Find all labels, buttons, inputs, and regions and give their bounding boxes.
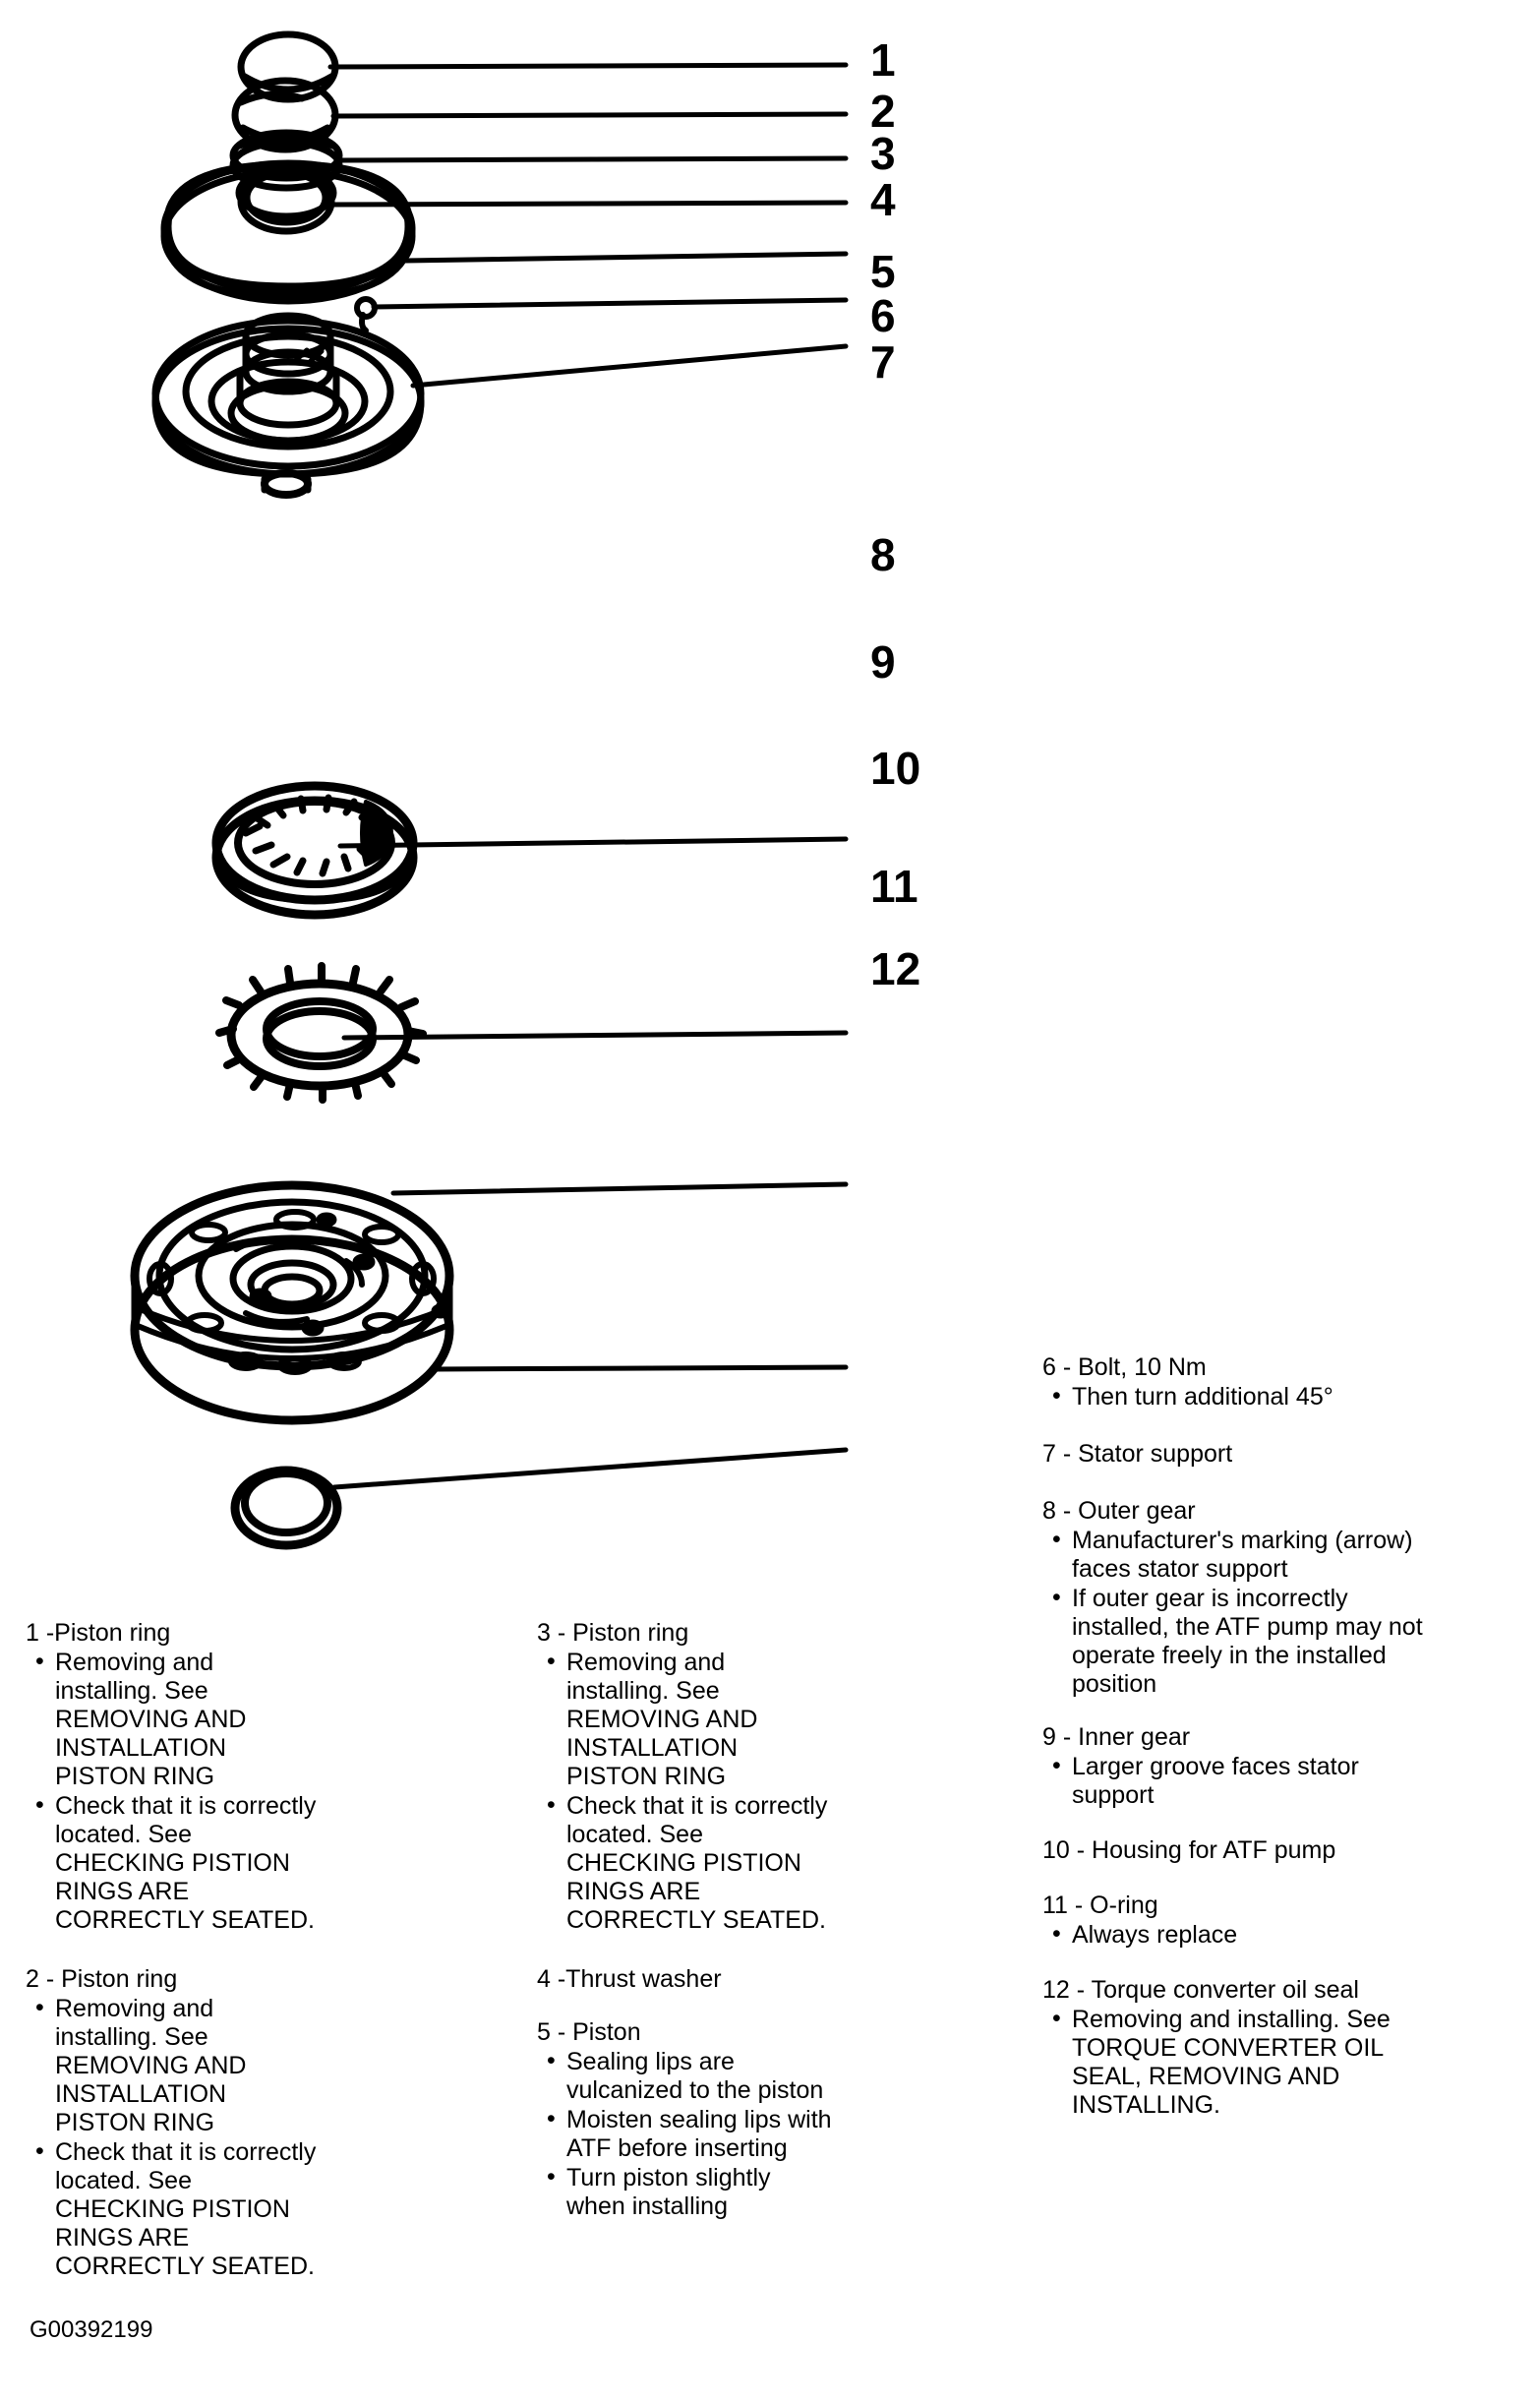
legend-entry-title: 7 - Stator support (1042, 1440, 1233, 1468)
legend-entry: 12 - Torque converter oil seal Removing … (1042, 1975, 1436, 2120)
legend-column-3: 6 - Bolt, 10 Nm Then turn additional 45°… (1042, 1352, 1436, 2137)
legend-bullet: Check that it is correctly located. See … (26, 2137, 321, 2281)
legend-entry: 5 - Piston Sealing lips are vulcanized t… (537, 2017, 832, 2221)
callout-number: 5 (870, 246, 896, 297)
legend-entry: 6 - Bolt, 10 Nm Then turn additional 45° (1042, 1352, 1436, 1411)
legend-entry: 9 - Inner gear Larger groove faces stato… (1042, 1722, 1436, 1810)
legend-entry-bullets: Removing and installing. See REMOVING AN… (537, 1648, 832, 1935)
legend-column-2: 3 - Piston ring Removing and installing.… (537, 1618, 832, 2239)
legend-bullet: Larger groove faces stator support (1042, 1752, 1436, 1810)
legend-entry-title: 9 - Inner gear (1042, 1723, 1191, 1751)
legend-entry-title: 6 - Bolt, 10 Nm (1042, 1353, 1207, 1381)
callout-number: 7 (870, 336, 896, 388)
legend-entry-title: 1 -Piston ring (26, 1619, 171, 1647)
legend-entry-title: 12 - Torque converter oil seal (1042, 1976, 1359, 2004)
legend-entry-title: 5 - Piston (537, 2018, 641, 2046)
callout-number: 6 (870, 290, 896, 341)
legend-entry: 7 - Stator support (1042, 1439, 1436, 1469)
legend-entry-bullets: Always replace (1042, 1920, 1436, 1950)
legend-entry-bullets: Then turn additional 45° (1042, 1382, 1436, 1411)
part-oil-seal-12 (230, 1466, 342, 1550)
callout-number: 2 (870, 86, 896, 137)
legend-bullet: Removing and installing. See REMOVING AN… (26, 1994, 321, 2137)
legend-bullet: Removing and installing. See TORQUE CONV… (1042, 2005, 1436, 2120)
callout-number: 9 (870, 636, 896, 688)
legend-bullet: If outer gear is incorrectly installed, … (1042, 1584, 1436, 1699)
legend-entry-title: 10 - Housing for ATF pump (1042, 1836, 1336, 1864)
callout-number: 8 (870, 529, 896, 580)
part-stator-support-7 (151, 312, 425, 499)
legend-bullet: Turn piston slightly when installing (537, 2163, 832, 2221)
legend-bullet: Moisten sealing lips with ATF before ins… (537, 2105, 832, 2163)
legend-entry: 3 - Piston ring Removing and installing.… (537, 1618, 832, 1935)
legend-entry: 11 - O-ring Always replace (1042, 1891, 1436, 1950)
legend-entry-bullets: Removing and installing. See REMOVING AN… (26, 1648, 321, 1935)
legend-entry: 2 - Piston ring Removing and installing.… (26, 1964, 321, 2281)
part-piston-5 (160, 159, 416, 305)
legend-entry-title: 3 - Piston ring (537, 1619, 689, 1647)
legend-entry: 10 - Housing for ATF pump (1042, 1835, 1436, 1865)
legend-column-1: 1 -Piston ring Removing and installing. … (26, 1618, 321, 2299)
callout-number: 1 (870, 34, 896, 86)
legend-bullet: Check that it is correctly located. See … (26, 1791, 321, 1935)
legend-entry-title: 4 -Thrust washer (537, 1965, 722, 1993)
legend-entry-bullets: Removing and installing. See REMOVING AN… (26, 1994, 321, 2281)
legend-bullet: Check that it is correctly located. See … (537, 1791, 832, 1935)
legend-entry-bullets: Larger groove faces stator support (1042, 1752, 1436, 1810)
legend-bullet: Always replace (1042, 1920, 1436, 1950)
callout-number: 4 (870, 174, 896, 225)
legend-entry-title: 2 - Piston ring (26, 1965, 178, 1993)
legend-bullet: Removing and installing. See REMOVING AN… (26, 1648, 321, 1791)
legend-bullet: Sealing lips are vulcanized to the pisto… (537, 2047, 832, 2105)
legend-entry-title: 8 - Outer gear (1042, 1497, 1196, 1525)
legend-entry: 1 -Piston ring Removing and installing. … (26, 1618, 321, 1935)
callout-number: 12 (870, 943, 921, 994)
legend-entry-bullets: Sealing lips are vulcanized to the pisto… (537, 2047, 832, 2221)
exploded-view-illustration (0, 0, 1023, 1593)
figure-code: G00392199 (30, 2316, 153, 2343)
legend-bullet: Then turn additional 45° (1042, 1382, 1436, 1411)
legend-entry-bullets: Removing and installing. See TORQUE CONV… (1042, 2005, 1436, 2120)
legend-entry-title: 11 - O-ring (1042, 1892, 1158, 1919)
legend-bullet: Removing and installing. See REMOVING AN… (537, 1648, 832, 1791)
callout-number: 11 (870, 861, 918, 912)
callout-number: 3 (870, 128, 896, 179)
callout-number: 10 (870, 743, 921, 794)
legend-entry: 4 -Thrust washer (537, 1964, 832, 1994)
legend-entry-bullets: Manufacturer's marking (arrow) faces sta… (1042, 1526, 1436, 1699)
legend-bullet: Manufacturer's marking (arrow) faces sta… (1042, 1526, 1436, 1584)
legend-entry: 8 - Outer gear Manufacturer's marking (a… (1042, 1496, 1436, 1699)
